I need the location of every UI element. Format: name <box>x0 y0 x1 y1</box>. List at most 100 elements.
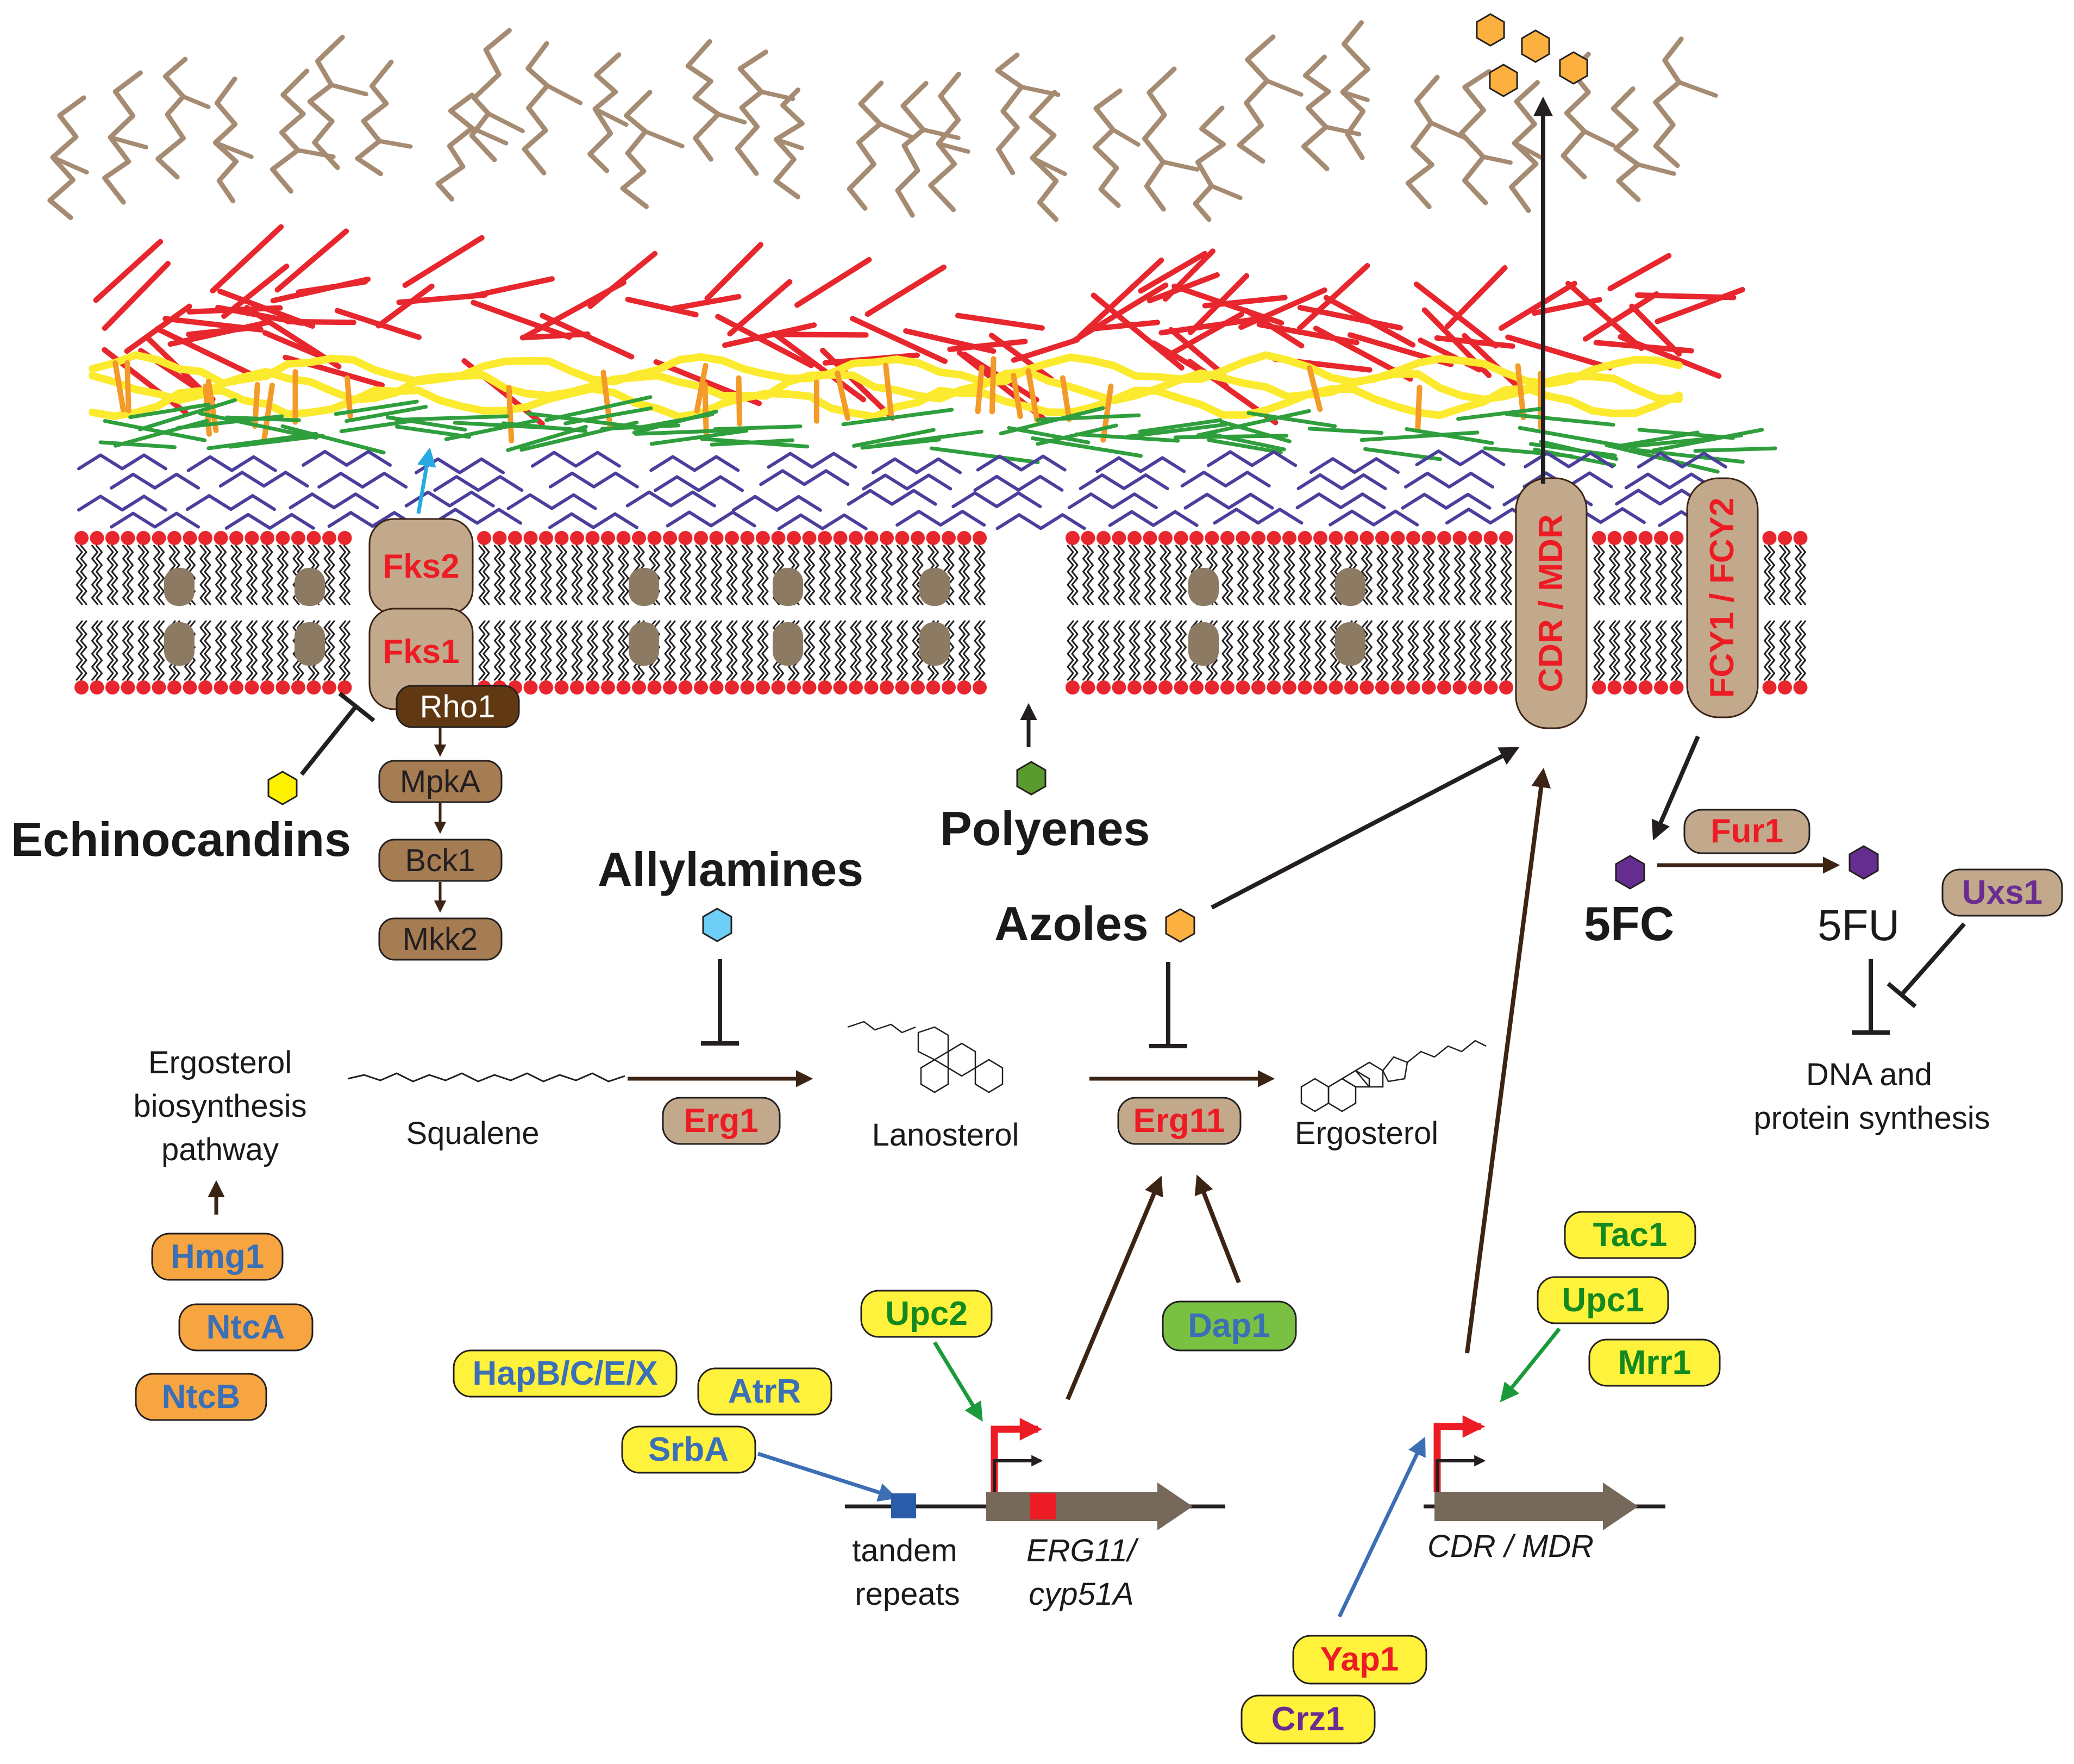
lipid-head <box>1375 531 1389 545</box>
fks-complex: Fks2 Fks1 <box>368 518 474 710</box>
lipid-tail <box>277 545 284 605</box>
mannan-chain <box>1301 54 1331 172</box>
lipid-head <box>725 531 739 545</box>
dap1-label: Dap1 <box>1188 1307 1270 1344</box>
wall-inner-chain <box>1295 492 1386 510</box>
glucan-branch <box>1505 412 1615 427</box>
lipid-tail <box>854 620 862 681</box>
lipid-tail <box>835 620 842 681</box>
lipid-tail <box>556 620 563 681</box>
cell-wall <box>47 20 1777 530</box>
lipid-tail <box>1082 545 1089 605</box>
lipid-head <box>136 531 151 545</box>
lipid-tail <box>881 545 888 605</box>
mrr1-label: Mrr1 <box>1618 1344 1691 1381</box>
polyenes-group: Polyenes <box>940 703 1150 855</box>
wall-inner-chain <box>1095 456 1186 473</box>
lipid-tail <box>1438 545 1446 605</box>
upc2-label: Upc2 <box>885 1295 968 1333</box>
mannan-chain <box>1029 90 1059 222</box>
wall-inner-chain <box>301 449 392 467</box>
lipid-tail <box>1160 620 1167 681</box>
upc1-pill <box>1537 1276 1669 1324</box>
lipid-head <box>709 680 724 695</box>
azoles-group: Azoles <box>994 747 1520 1048</box>
lipid-tail <box>870 545 877 605</box>
lipid-head <box>1654 680 1668 695</box>
lipid-head <box>198 531 212 545</box>
chitin-fiber <box>849 316 948 364</box>
mannoprotein-stick <box>261 383 275 441</box>
lipid-tail <box>96 545 103 605</box>
mannan-branch <box>1340 90 1370 102</box>
glucan-branch <box>1007 426 1091 445</box>
fcy-transporter-label: FCY1 / FCY2 <box>1703 498 1741 698</box>
glucan-branch <box>98 440 177 449</box>
lipid-head <box>1189 680 1204 695</box>
lipid-tail <box>1175 545 1182 605</box>
lipid-tail <box>746 620 753 681</box>
wall-inner-chain <box>759 469 850 486</box>
mannan-chain <box>735 49 768 176</box>
lipid-head <box>1112 680 1126 695</box>
wall-inner-chain <box>186 455 277 472</box>
polyenes-label: Polyenes <box>940 802 1150 855</box>
lipid-tail <box>1129 620 1136 681</box>
tandem-repeats-line-2: repeats <box>855 1577 960 1612</box>
chitin-fiber <box>522 279 626 340</box>
lipid-tail <box>668 620 676 681</box>
lipid-tail <box>525 620 532 681</box>
glucan-branch <box>1621 433 1743 449</box>
lipid-tail <box>606 620 614 681</box>
lipid-tail <box>1500 620 1508 681</box>
lipid-tail <box>1087 620 1094 681</box>
lipid-head <box>152 680 166 695</box>
chitin-fiber <box>1582 291 1659 342</box>
mannan-chain <box>1611 86 1641 202</box>
lipid-tail <box>746 545 753 605</box>
chitin-fiber <box>625 296 699 317</box>
wall-inner-chain <box>847 489 937 506</box>
lipid-tail <box>602 620 610 681</box>
glucan-branch <box>198 411 318 440</box>
lipid-head <box>911 531 925 545</box>
lipid-head <box>1096 531 1111 545</box>
lipid-tail <box>1795 545 1802 605</box>
lipid-tail <box>250 545 258 605</box>
glucan-branch <box>206 431 318 451</box>
membrane-protein <box>629 622 659 666</box>
wall-inner-chain <box>110 472 200 490</box>
lipid-head <box>864 531 879 545</box>
echinocandins-group: Echinocandins <box>11 691 375 866</box>
lipid-head <box>756 531 770 545</box>
mannoprotein-stick <box>112 360 126 413</box>
lipid-head <box>1313 680 1327 695</box>
allylamines-group: Allylamines <box>598 842 863 1046</box>
glucan-branch <box>649 429 749 446</box>
mannoprotein-stick <box>1025 368 1040 423</box>
mannan-branch <box>213 140 254 159</box>
lipid-tail <box>885 620 893 681</box>
chitin-fiber <box>1505 334 1613 371</box>
lipid-tail <box>808 545 815 605</box>
lipid-tail <box>1273 545 1280 605</box>
lipid-head <box>1359 680 1374 695</box>
pathway-title-line-1: Ergosterol <box>148 1045 292 1080</box>
chitin-fiber <box>210 224 284 293</box>
lipid-tail <box>1783 620 1791 681</box>
glucan-branch <box>1693 446 1777 453</box>
lipid-tail <box>1133 620 1141 681</box>
mannan-chain <box>685 39 721 162</box>
erg11-expression-arrow <box>1066 1175 1163 1400</box>
lipid-tail <box>1628 545 1636 605</box>
mannan-chain <box>1237 34 1276 164</box>
mannan-branch <box>1512 141 1545 160</box>
fcy-transporter: FCY1 / FCY2 <box>1686 477 1759 718</box>
lipid-tail <box>1242 620 1249 681</box>
lipid-tail <box>1396 620 1403 681</box>
lipid-tail <box>897 545 904 605</box>
mannan-branch <box>936 141 970 154</box>
mannoprotein-stick <box>1515 363 1526 421</box>
wall-inner-chain <box>1079 473 1169 490</box>
wall-inner-chain <box>1309 457 1400 474</box>
